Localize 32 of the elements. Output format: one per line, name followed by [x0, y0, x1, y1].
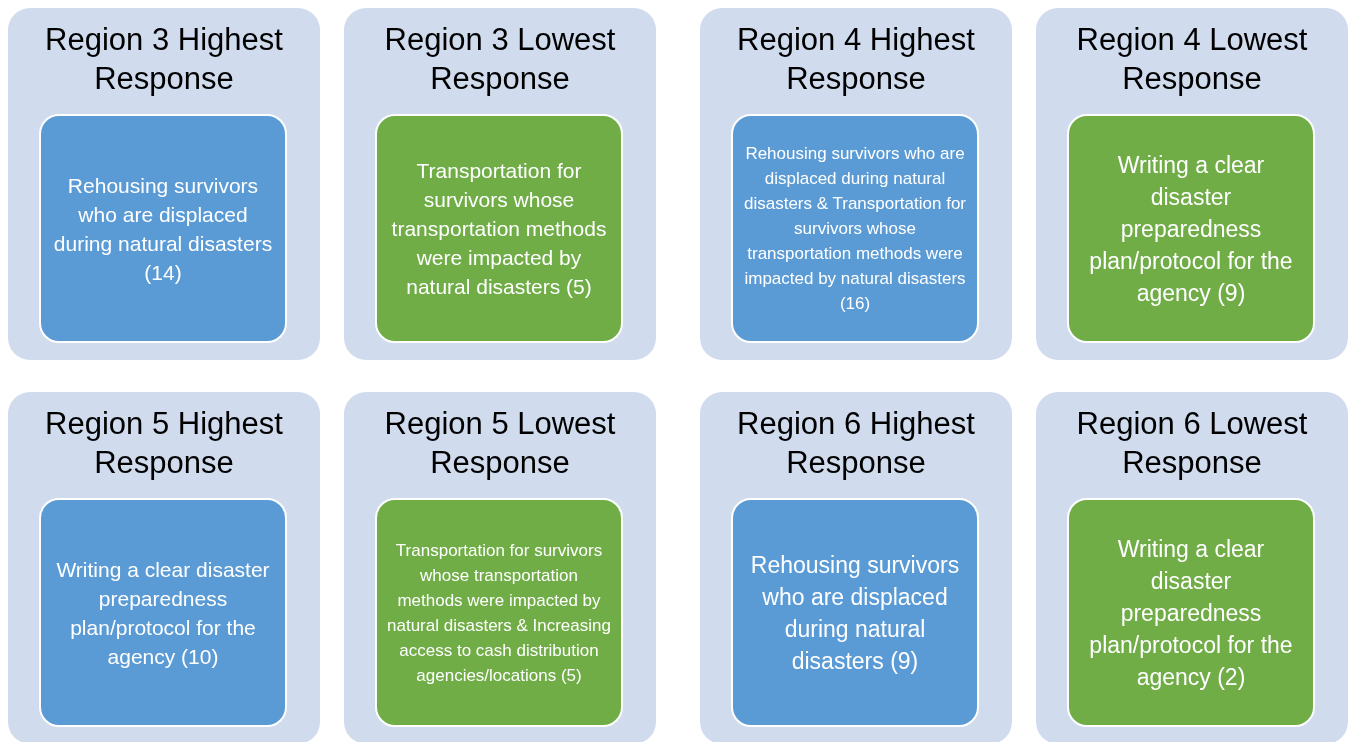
- response-box: [39, 498, 287, 727]
- card-heading: Region 3 Lowest Response: [383, 21, 617, 98]
- response-text: Writing a clear disaster preparedness plan/protocol for the agency (2): [1088, 534, 1294, 692]
- response-text: Rehousing survivors who are displaced during natural disasters & Transportation for survivors whose transportation methods were impacted by natural disasters (16): [742, 143, 967, 315]
- card-heading: Region 6 Highest Response: [736, 405, 976, 482]
- response-text: Rehousing survivors who are displaced during natural disasters (9): [749, 550, 961, 676]
- region-card: [1036, 392, 1348, 742]
- card-heading: Region 6 Lowest Response: [1075, 405, 1309, 482]
- response-text: Rehousing survivors who are displaced during natural disasters (14): [52, 172, 274, 286]
- response-box: [1067, 114, 1315, 343]
- region-card: [1036, 8, 1348, 360]
- response-text: Transportation for survivors whose transportation methods were impacted by natural disasters (5): [390, 158, 608, 300]
- region-card: [8, 392, 320, 742]
- card-heading: Region 5 Highest Response: [44, 405, 284, 482]
- region-card: [344, 392, 656, 742]
- response-box: [39, 114, 287, 343]
- response-text: Transportation for survivors whose transportation methods were impacted by natural disasters & Increasing access to cash distribution agencies/locations (5): [386, 539, 612, 687]
- response-box: [375, 114, 623, 343]
- response-box: [731, 114, 979, 343]
- response-text: Writing a clear disaster preparedness plan/protocol for the agency (9): [1088, 150, 1294, 308]
- card-heading: Region 4 Lowest Response: [1075, 21, 1309, 98]
- region-card: [700, 8, 1012, 360]
- response-box: [1067, 498, 1315, 727]
- region-card: [700, 392, 1012, 742]
- region-card: [8, 8, 320, 360]
- card-heading: Region 4 Highest Response: [736, 21, 976, 98]
- region-card: [344, 8, 656, 360]
- card-heading: Region 3 Highest Response: [44, 21, 284, 98]
- response-box: [731, 498, 979, 727]
- response-box: [375, 498, 623, 727]
- card-heading: Region 5 Lowest Response: [383, 405, 617, 482]
- response-text: Writing a clear disaster preparedness plan/protocol for the agency (10): [55, 556, 271, 670]
